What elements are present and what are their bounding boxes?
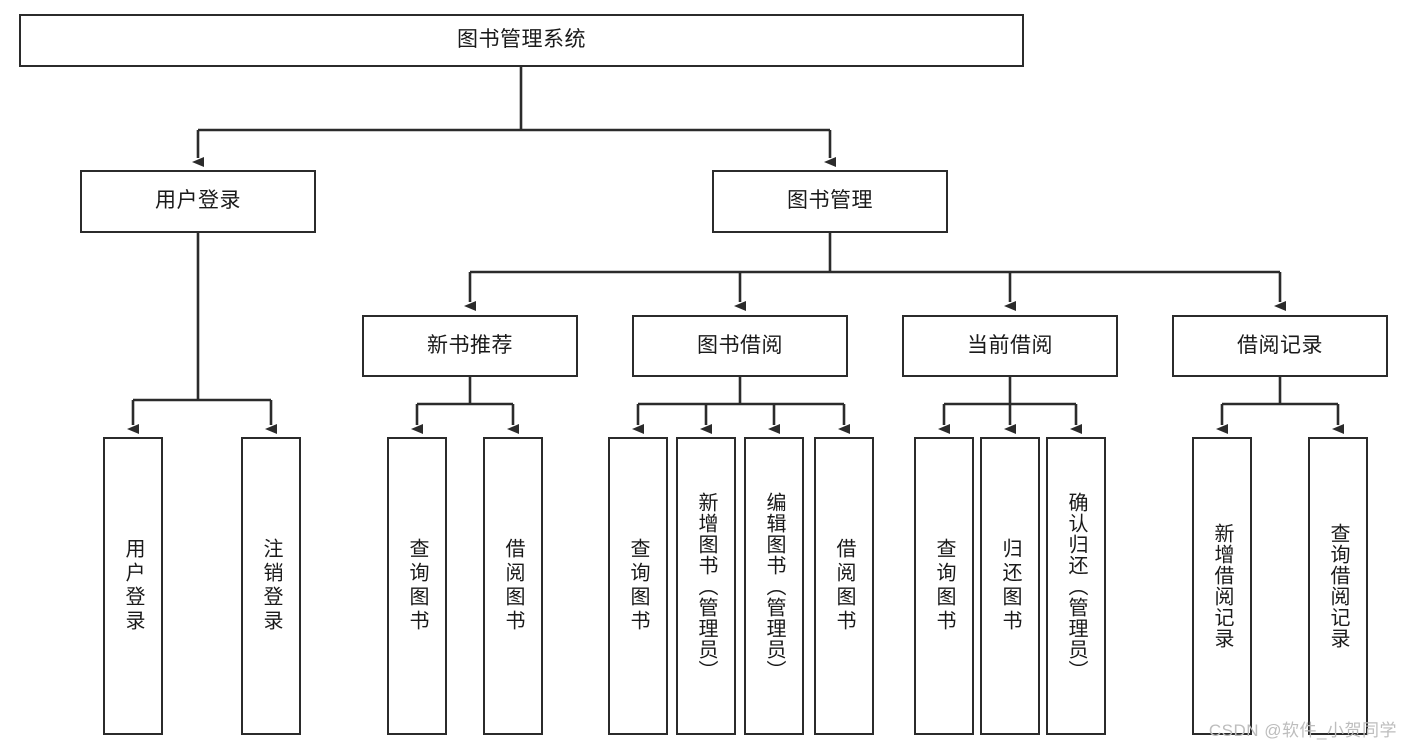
node-new-book-recommend[interactable]: 新书推荐 (362, 315, 578, 377)
node-borrow-record[interactable]: 借阅记录 (1172, 315, 1388, 377)
node-root-system[interactable]: 图书管理系统 (19, 14, 1024, 67)
node-user-login[interactable]: 用户登录 (80, 170, 316, 233)
node-label: 编辑图书（管理员） (763, 491, 785, 681)
node-label: 图书管理系统 (457, 28, 586, 52)
node-label: 查询图书 (406, 538, 428, 634)
leaf-confirm-return-admin[interactable]: 确认归还（管理员） (1046, 437, 1106, 735)
node-label: 用户登录 (122, 538, 144, 634)
leaf-user-login[interactable]: 用户登录 (103, 437, 163, 735)
node-label: 借阅图书 (833, 538, 855, 634)
leaf-edit-book-admin[interactable]: 编辑图书（管理员） (744, 437, 804, 735)
watermark: CSDN @软件_小贺同学 (1208, 721, 1397, 740)
node-book-management[interactable]: 图书管理 (712, 170, 948, 233)
leaf-return-book[interactable]: 归还图书 (980, 437, 1040, 735)
leaf-borrow-book-recommend[interactable]: 借阅图书 (483, 437, 543, 735)
leaf-borrow-book[interactable]: 借阅图书 (814, 437, 874, 735)
node-label: 查询图书 (627, 538, 649, 634)
node-label: 新增图书（管理员） (695, 491, 717, 681)
node-label: 图书管理 (787, 189, 873, 213)
node-current-borrow[interactable]: 当前借阅 (902, 315, 1118, 377)
leaf-query-book-recommend[interactable]: 查询图书 (387, 437, 447, 735)
node-label: 借阅图书 (502, 538, 524, 634)
node-label: 当前借阅 (967, 333, 1053, 357)
node-label: 新增借阅记录 (1211, 523, 1233, 649)
node-label: 注销登录 (260, 538, 282, 634)
node-label: 查询借阅记录 (1327, 523, 1349, 649)
leaf-logout[interactable]: 注销登录 (241, 437, 301, 735)
leaf-query-book-current[interactable]: 查询图书 (914, 437, 974, 735)
node-label: 归还图书 (999, 538, 1021, 634)
node-label: 用户登录 (155, 189, 241, 213)
node-label: 确认归还（管理员） (1065, 491, 1087, 681)
node-book-borrow[interactable]: 图书借阅 (632, 315, 848, 377)
leaf-query-book-borrow[interactable]: 查询图书 (608, 437, 668, 735)
node-label: 新书推荐 (427, 333, 513, 357)
leaf-query-borrow-record[interactable]: 查询借阅记录 (1308, 437, 1368, 735)
node-label: 借阅记录 (1237, 333, 1323, 357)
node-label: 图书借阅 (697, 333, 783, 357)
leaf-add-book-admin[interactable]: 新增图书（管理员） (676, 437, 736, 735)
leaf-add-borrow-record[interactable]: 新增借阅记录 (1192, 437, 1252, 735)
node-label: 查询图书 (933, 538, 955, 634)
